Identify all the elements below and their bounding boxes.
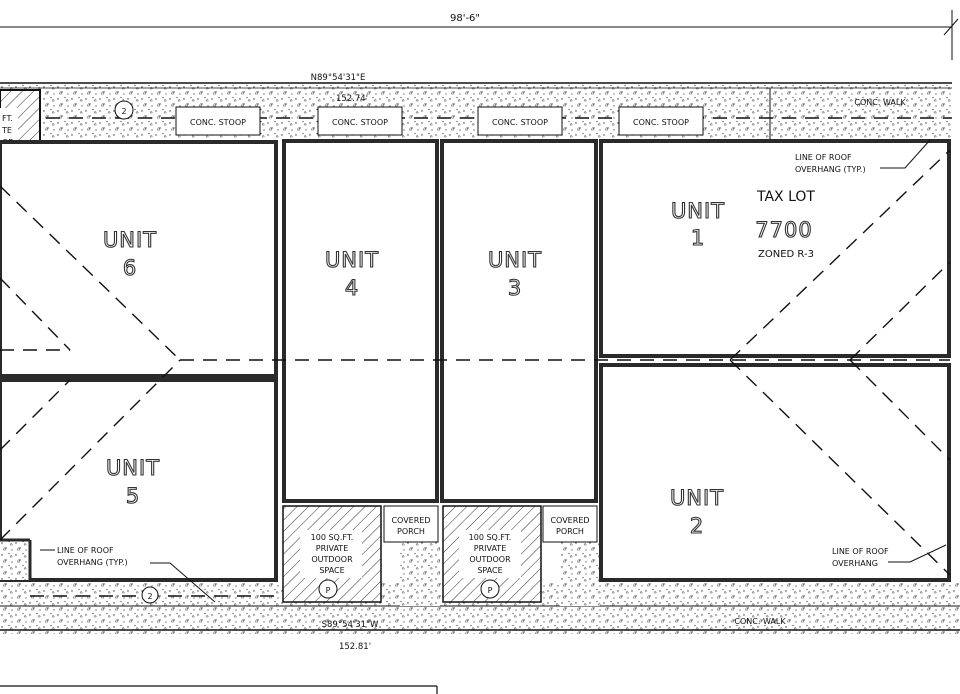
stoop-2 [317, 106, 403, 136]
roof-note-bl-1: LINE OF ROOF [57, 546, 114, 555]
unit-2-number: 2 [690, 514, 704, 538]
unit-4-wall [282, 139, 439, 503]
north-walk-label: CONC. WALK [854, 98, 906, 107]
svg-text:OUTDOOR: OUTDOOR [311, 555, 353, 564]
parking-symbol-3: P [488, 586, 493, 595]
covered-porch-3-line1: COVERED [550, 516, 589, 525]
unit-4-number: 4 [345, 276, 359, 300]
lower-title-block [0, 685, 438, 694]
tax-lot-title: TAX LOT [756, 189, 815, 205]
unit-5-number: 5 [126, 484, 140, 508]
stoop-label-4: CONC. STOOP [633, 118, 689, 127]
unit-6-word: UNIT [103, 228, 157, 252]
stoop-label-2: CONC. STOOP [332, 118, 388, 127]
unit-6-number: 6 [123, 256, 137, 280]
svg-text:SPACE: SPACE [319, 566, 344, 575]
stoop-label-1: CONC. STOOP [190, 118, 246, 127]
svg-text:SPACE: SPACE [477, 566, 502, 575]
south-bearing-label: S89°54'31"W [322, 620, 379, 630]
unit-2-word: UNIT [670, 486, 724, 510]
unit-5-word: UNIT [106, 456, 160, 480]
keynote-circle-north [114, 100, 134, 120]
overall-dimension: 98'-6" [0, 10, 959, 60]
parking-symbol-4: P [326, 586, 331, 595]
roof-note-tr-2: OVERHANG (TYP.) [795, 165, 866, 174]
roof-notes: LINE OF ROOF OVERHANG (TYP.) LINE OF ROO… [40, 139, 947, 603]
keynote-south: 2 [147, 592, 152, 601]
stoop-3 [477, 106, 563, 136]
svg-text:TE: TE [1, 126, 12, 135]
north-bearing-label: N89°54'31"E [311, 73, 366, 83]
svg-text:PRIVATE: PRIVATE [474, 544, 507, 553]
stoop-label-3: CONC. STOOP [492, 118, 548, 127]
outdoor-space-4: 100 SQ.FT. PRIVATE OUTDOOR SPACE P COVER… [282, 505, 439, 603]
south-length-label: 152.81' [339, 642, 371, 652]
unit-3-wall [440, 139, 598, 503]
north-length-label: 152.74' [336, 94, 368, 104]
roof-note-br-2: OVERHANG [832, 559, 878, 568]
unit-labels: UNIT 6 UNIT 4 UNIT 3 UNIT 1 UNIT 5 UNIT … [102, 198, 725, 538]
svg-text:PRIVATE: PRIVATE [316, 544, 349, 553]
unit-3-number: 3 [508, 276, 522, 300]
covered-porch-3-line2: PORCH [556, 527, 584, 536]
stoop-4 [618, 106, 704, 136]
svg-text:100 SQ.FT.: 100 SQ.FT. [311, 533, 354, 542]
unit-3-word: UNIT [488, 248, 542, 272]
roof-lines [0, 149, 951, 576]
svg-text:FT.: FT. [2, 114, 13, 123]
outdoor-space-3: 100 SQ.FT. PRIVATE OUTDOOR SPACE P COVER… [442, 505, 598, 603]
unit-1-word: UNIT [671, 199, 725, 223]
tax-lot-label: TAX LOT 7700 ZONED R-3 [755, 189, 816, 260]
roof-note-tr-1: LINE OF ROOF [795, 153, 852, 162]
tax-lot-number: 7700 [755, 218, 812, 242]
roof-note-bl-2: OVERHANG (TYP.) [57, 558, 128, 567]
tax-lot-zoning: ZONED R-3 [758, 249, 814, 260]
keynote-circle-south [141, 586, 159, 604]
unit-2-wall [599, 363, 951, 582]
roof-note-br-1: LINE OF ROOF [832, 547, 889, 556]
unit-4-word: UNIT [325, 248, 379, 272]
covered-porch-4-line2: PORCH [397, 527, 425, 536]
stoop-1 [175, 106, 261, 136]
keynote-north: 2 [121, 107, 126, 116]
svg-text:100 SQ.FT.: 100 SQ.FT. [469, 533, 512, 542]
covered-porch-4-line1: COVERED [391, 516, 430, 525]
north-walk: N89°54'31"E 152.74' 2 CONC. STOOP CONC. … [0, 73, 952, 139]
unit-1-number: 1 [691, 226, 705, 250]
unit-5-wall [0, 378, 278, 582]
svg-text:OUTDOOR: OUTDOOR [469, 555, 511, 564]
unit-6-wall [0, 140, 278, 378]
south-walk-label: CONC. WALK [734, 617, 786, 626]
overall-width-label: 98'-6" [450, 13, 480, 24]
